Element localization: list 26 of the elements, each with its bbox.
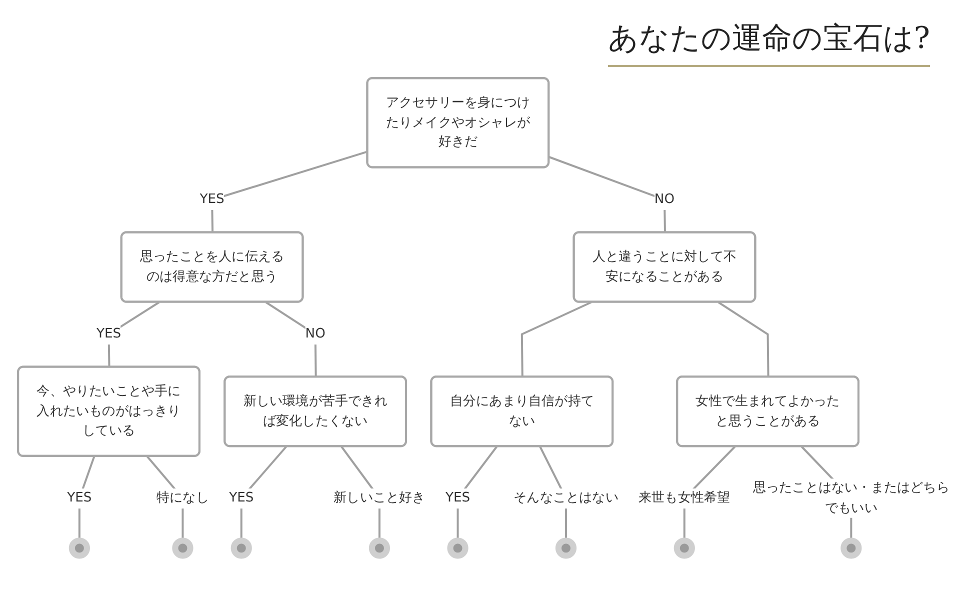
edge-label: NO [305, 326, 326, 342]
node-circle [840, 538, 862, 559]
node-circle [230, 538, 252, 559]
edge-label: 思ったことはない・またはどちらでもいい [752, 480, 950, 516]
node-circle [555, 538, 577, 559]
edge-label: YES [67, 490, 92, 506]
edge-label: 特になし [156, 490, 209, 506]
edge-label: YES [200, 192, 224, 208]
connector [548, 156, 666, 233]
node-circle [447, 538, 468, 559]
node-circle [368, 538, 390, 559]
edge-label: 来世も女性希望 [638, 490, 730, 506]
node-circle [674, 538, 695, 559]
edge-label: NO [654, 192, 675, 208]
edge-label: そんなことはない [514, 490, 618, 506]
node-circle [172, 538, 194, 559]
edge-label: 新しいこと好き [334, 490, 426, 506]
connector [718, 301, 770, 378]
connector [211, 150, 368, 233]
connector [520, 301, 592, 378]
connector [265, 301, 317, 378]
node-circle [68, 538, 90, 559]
title: あなたの運命の宝石は? [608, 18, 930, 67]
edge-label: YES [229, 490, 254, 506]
edge-label: YES [96, 326, 122, 342]
edge-label: YES [445, 490, 470, 506]
